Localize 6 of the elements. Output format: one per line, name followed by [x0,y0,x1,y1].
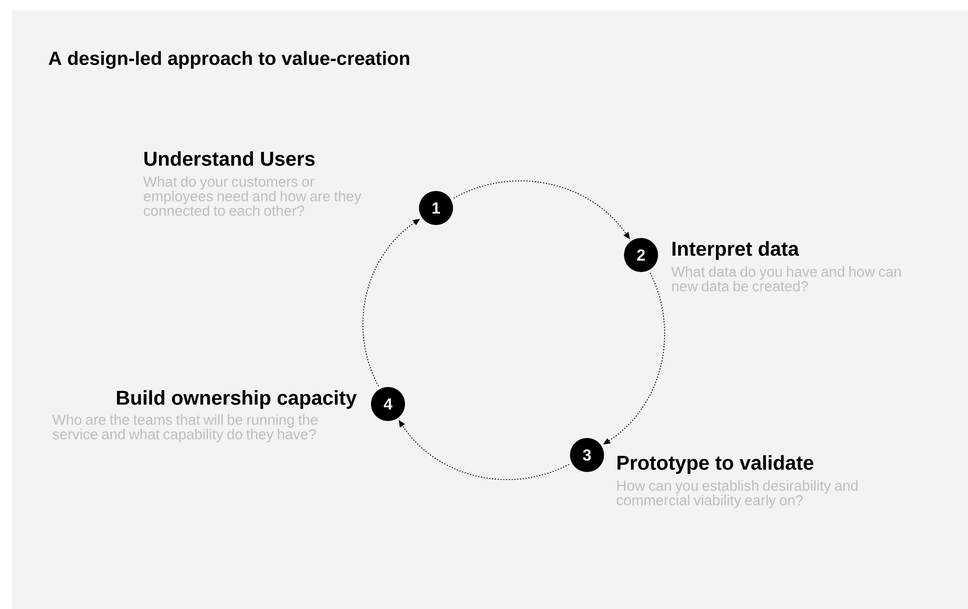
step-heading: Interpret data [672,241,800,260]
step-heading: Prototype to validate [618,455,814,474]
step-heading: Build ownership capacity [116,390,357,409]
step-heading: Understand Users [144,151,315,166]
title: A design-led approach to value-creation [48,51,410,69]
arrow [398,420,570,480]
